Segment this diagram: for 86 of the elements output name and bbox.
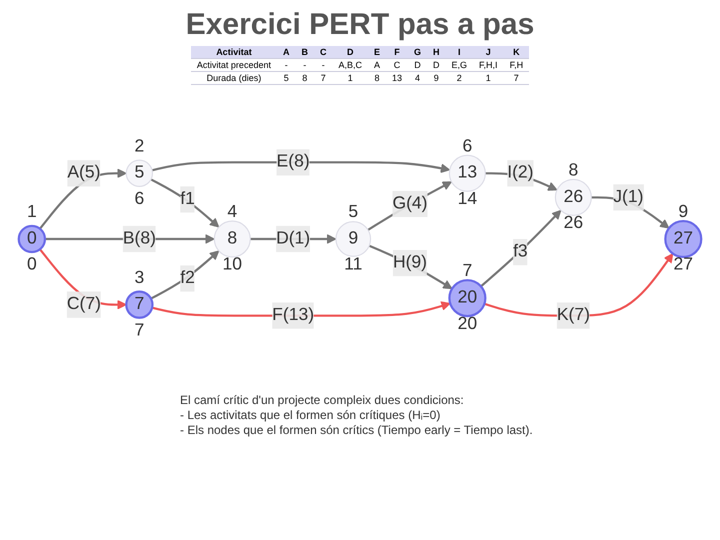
- table-cell: 8: [368, 72, 386, 84]
- header-cell: K: [504, 46, 530, 58]
- arrow: [480, 210, 562, 288]
- edge-label: K(7): [556, 306, 590, 324]
- node-label: 7: [462, 262, 472, 281]
- node-label: 3: [134, 268, 144, 288]
- node-label: 5: [348, 202, 358, 222]
- table-cell: 7: [504, 72, 530, 84]
- header-cell: Activitat: [190, 46, 277, 58]
- note-text: El camí crític d'un projecte compleix dues condicions:: [180, 393, 465, 407]
- arrow: [150, 178, 220, 228]
- node-label: 7: [134, 321, 144, 340]
- edge-label: f1: [180, 190, 195, 208]
- node-circle: 13: [448, 154, 486, 192]
- header-cell: G: [408, 46, 428, 58]
- table-cell: 1: [473, 72, 504, 84]
- table-cell: -: [295, 58, 314, 72]
- node-label: 9: [678, 202, 688, 222]
- node-circle: 0: [18, 224, 46, 254]
- header-cell: B: [295, 46, 314, 58]
- node-label: 11: [344, 255, 362, 274]
- table-cell: 9: [427, 72, 446, 84]
- node-circle: 20: [448, 279, 486, 318]
- node-label: 14: [458, 190, 478, 208]
- node-label: 10: [222, 255, 242, 274]
- table-cell: Activitat precedent: [190, 58, 277, 72]
- table-cell: Durada (dies): [190, 72, 277, 84]
- table-cell: 4: [408, 72, 428, 84]
- table-cell: E,G: [446, 58, 474, 72]
- header-cell: J: [473, 46, 504, 58]
- node-circle: 8: [214, 220, 251, 258]
- table-cell: 5: [276, 72, 296, 84]
- node-label: 6: [462, 137, 472, 156]
- node-label: 4: [227, 202, 238, 222]
- edge-label: f3: [513, 242, 528, 261]
- edge-label: J(1): [613, 188, 644, 206]
- header-cell: H: [427, 46, 446, 58]
- header-cell: E: [368, 46, 386, 58]
- node-label: 0: [26, 255, 37, 274]
- node-circle: 5: [126, 160, 153, 187]
- node-label: 20: [458, 314, 478, 334]
- note-text: - Els nodes que el formen són crítics (Tiempo early = Tiempo last).: [180, 423, 534, 437]
- node-label: 6: [134, 190, 144, 208]
- slide-title: Exercici PERT pas a pas: [184, 8, 536, 42]
- edge-label: D(1): [276, 229, 310, 248]
- node-label: 8: [568, 161, 578, 180]
- table-cell: C: [386, 58, 408, 72]
- header-cell: D: [332, 46, 368, 58]
- edge-label: G(4): [392, 194, 428, 213]
- table-cell: A,B,C: [332, 58, 368, 72]
- table-cell: F,H: [504, 58, 530, 72]
- node-label: 1: [26, 202, 37, 222]
- header-cell: C: [314, 46, 332, 58]
- node-circle: 7: [125, 290, 154, 319]
- header-cell: A: [276, 46, 296, 58]
- table-cell: A: [368, 58, 386, 72]
- arrow: [368, 244, 452, 290]
- table-cell: D: [427, 58, 446, 72]
- edge-label: H(9): [392, 253, 428, 272]
- table-cell: -: [314, 58, 332, 72]
- table-cell: 7: [314, 72, 332, 84]
- header-cell: I: [446, 46, 474, 58]
- node-circle: 9: [335, 221, 372, 257]
- edge-label: C(7): [66, 294, 101, 314]
- table-cell: D: [408, 58, 428, 72]
- edge-label: B(8): [122, 229, 156, 248]
- table-cell: 13: [386, 72, 408, 84]
- node-label: 26: [564, 214, 584, 232]
- node-circle: 26: [554, 178, 592, 216]
- table-cell: F,H,I: [473, 58, 504, 72]
- table-cell: 8: [295, 72, 314, 84]
- table-cell: 2: [446, 72, 474, 84]
- note-text: - Les activitats que el formen són crítiques (Hᵢ=0): [180, 408, 442, 422]
- arrow: [367, 181, 452, 231]
- edge-label: E(8): [276, 152, 310, 172]
- arrow: [150, 250, 220, 300]
- arrow: [152, 161, 450, 174]
- edge-label: f2: [180, 268, 195, 288]
- table-cell: -: [276, 58, 296, 72]
- node-circle: 27: [664, 220, 702, 258]
- table-cell: 1: [332, 72, 368, 84]
- node-label: 2: [134, 137, 144, 156]
- edge-label: A(5): [67, 163, 100, 182]
- edge-label: I(2): [507, 163, 534, 182]
- header-cell: F: [386, 46, 408, 58]
- edge-label: F(13): [272, 306, 314, 324]
